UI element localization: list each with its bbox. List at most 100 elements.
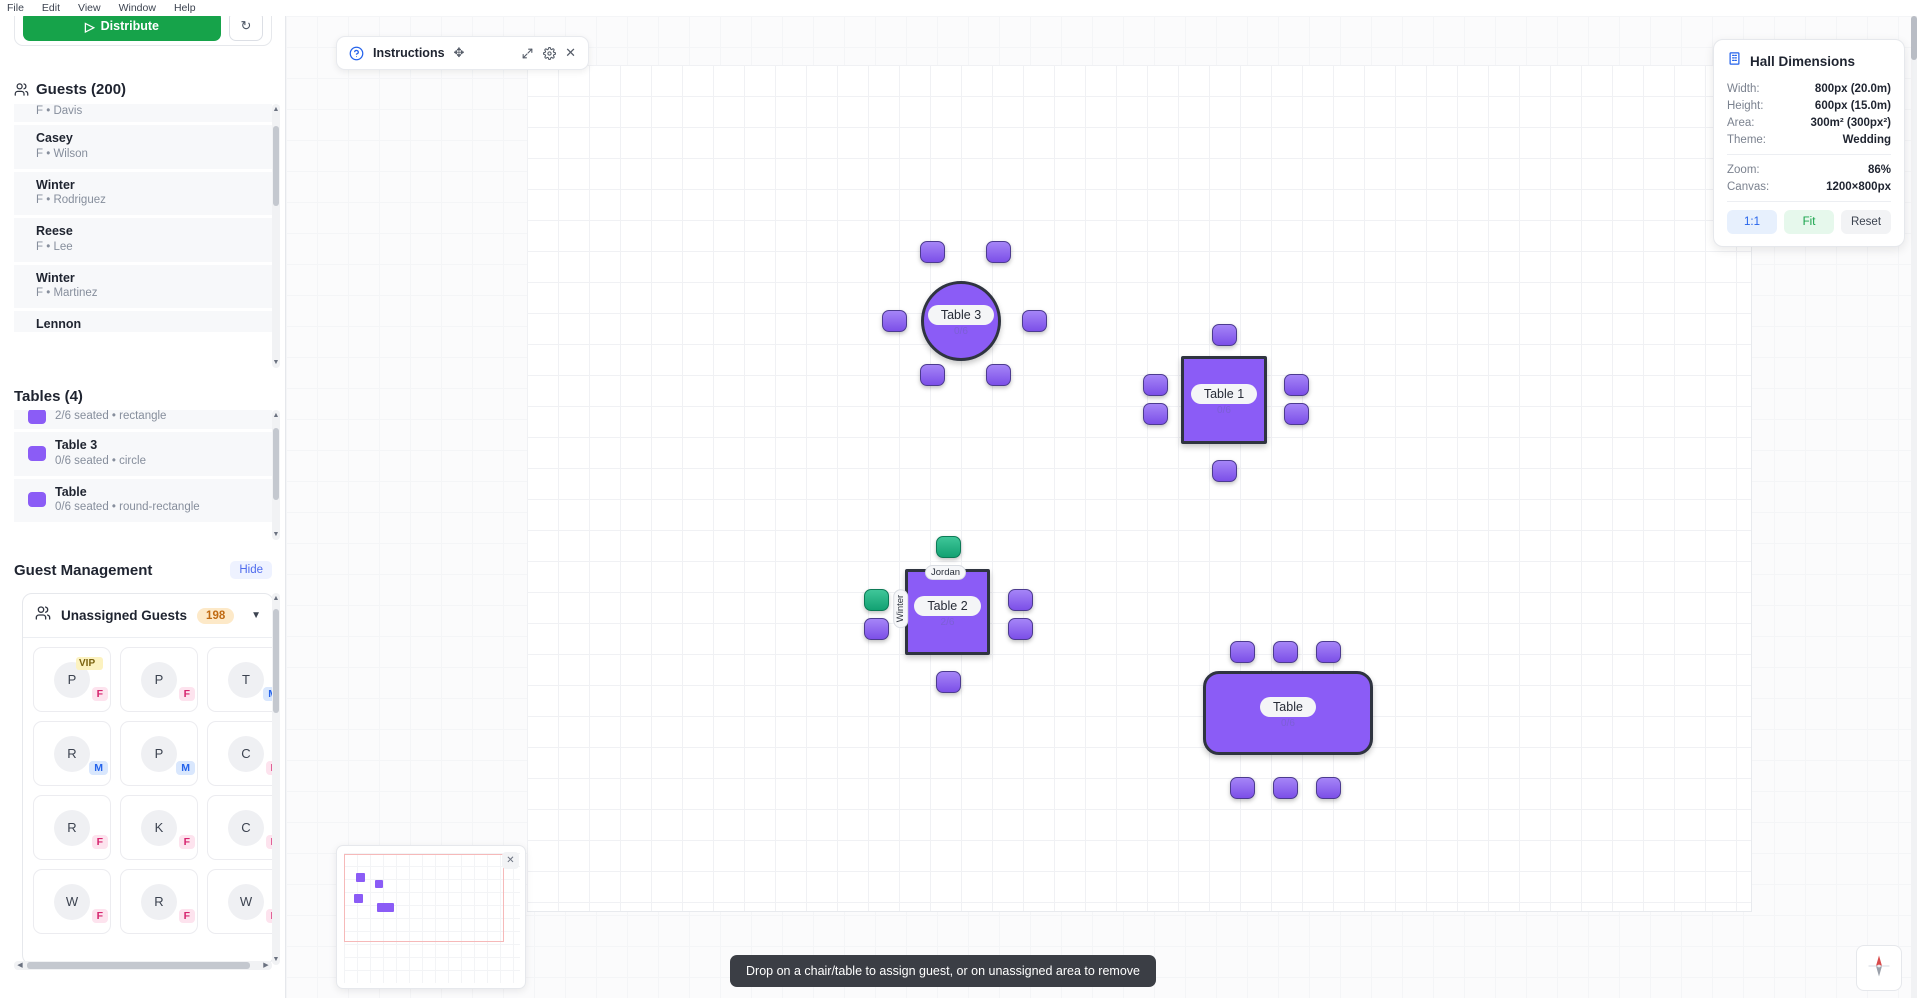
chair[interactable] bbox=[986, 241, 1011, 263]
chair[interactable] bbox=[1284, 374, 1309, 396]
zoom-reset-button[interactable]: Reset bbox=[1841, 210, 1891, 234]
menu-item-view[interactable]: View bbox=[78, 2, 101, 14]
distribute-button[interactable]: ▷ Distribute bbox=[23, 11, 221, 41]
chair[interactable] bbox=[1212, 460, 1237, 482]
minimap-panel[interactable]: ✕ bbox=[336, 845, 526, 989]
sidebar-horizontal-scrollbar[interactable]: ◀ ▶ bbox=[14, 961, 272, 970]
canvas-vertical-scrollbar[interactable] bbox=[1911, 16, 1917, 998]
chevron-down-icon[interactable]: ▼ bbox=[251, 610, 261, 621]
scroll-down-icon[interactable]: ▼ bbox=[272, 956, 280, 963]
list-item[interactable]: Winter F • Rodriguez bbox=[14, 171, 272, 219]
guest-card[interactable]: P F bbox=[120, 647, 198, 712]
guest-card[interactable]: R M bbox=[33, 721, 111, 786]
guest-grid-scrollbar[interactable]: ▲ ▼ bbox=[272, 593, 280, 965]
scrollbar-thumb[interactable] bbox=[273, 428, 279, 500]
chair[interactable] bbox=[1273, 777, 1298, 799]
close-icon[interactable]: ✕ bbox=[565, 45, 576, 60]
chair[interactable] bbox=[936, 671, 961, 693]
scroll-up-icon[interactable]: ▲ bbox=[272, 412, 280, 419]
chair[interactable] bbox=[986, 364, 1011, 386]
menu-item-file[interactable]: File bbox=[7, 2, 24, 14]
chair[interactable] bbox=[1316, 777, 1341, 799]
chair[interactable] bbox=[864, 618, 889, 640]
table-surface[interactable]: Table 1 0/6 bbox=[1181, 356, 1267, 444]
menu-item-edit[interactable]: Edit bbox=[41, 2, 61, 14]
table-surface[interactable]: Table 3 0/6 bbox=[921, 281, 1001, 361]
chair[interactable] bbox=[1008, 618, 1033, 640]
table-list-item[interactable]: Table 3 0/6 seated • circle bbox=[14, 432, 272, 479]
tables-list-scrollbar[interactable]: ▲ ▼ bbox=[272, 410, 280, 540]
chair[interactable] bbox=[1008, 589, 1033, 611]
expand-icon[interactable] bbox=[521, 47, 534, 60]
gear-icon[interactable] bbox=[543, 46, 557, 60]
chair[interactable] bbox=[1143, 374, 1168, 396]
chair-occupied[interactable] bbox=[936, 536, 961, 558]
table-label: Table bbox=[1260, 697, 1316, 717]
table-list-item[interactable]: 2/6 seated • rectangle bbox=[14, 410, 272, 432]
guest-card[interactable]: R F bbox=[33, 795, 111, 860]
chair[interactable] bbox=[920, 241, 945, 263]
guest-card[interactable]: C F bbox=[207, 721, 273, 786]
list-item[interactable]: Lennon bbox=[14, 311, 272, 336]
chair[interactable] bbox=[1022, 310, 1047, 332]
table-surface[interactable]: Table 0/6 bbox=[1203, 671, 1373, 755]
zoom-fit-button[interactable]: Fit bbox=[1784, 210, 1834, 234]
scroll-down-icon[interactable]: ▼ bbox=[272, 531, 280, 538]
guest-card[interactable]: W F bbox=[33, 869, 111, 934]
scrollbar-thumb[interactable] bbox=[273, 609, 279, 713]
guests-list-scrollbar[interactable]: ▲ ▼ bbox=[272, 104, 280, 368]
chair[interactable] bbox=[1212, 324, 1237, 346]
compass-widget[interactable] bbox=[1856, 945, 1902, 991]
chair[interactable] bbox=[1230, 777, 1255, 799]
chair[interactable] bbox=[920, 364, 945, 386]
gender-badge: F bbox=[91, 835, 108, 849]
scroll-up-icon[interactable]: ▲ bbox=[272, 595, 280, 602]
menu-item-window[interactable]: Window bbox=[118, 2, 156, 14]
guest-card[interactable]: P M bbox=[120, 721, 198, 786]
chair[interactable] bbox=[1316, 641, 1341, 663]
table-seat-count: 0/6 bbox=[1281, 718, 1295, 729]
menu-item-help[interactable]: Help bbox=[173, 2, 196, 14]
scroll-down-icon[interactable]: ▼ bbox=[272, 359, 280, 366]
dimension-row-height: Height: 600px (15.0m) bbox=[1727, 97, 1891, 114]
guest-card[interactable]: C F bbox=[207, 795, 273, 860]
guest-card[interactable]: VIP P F bbox=[33, 647, 111, 712]
scrollbar-thumb[interactable] bbox=[27, 962, 250, 969]
list-item[interactable]: Winter F • Martinez bbox=[14, 264, 272, 312]
list-item[interactable]: Casey F • Wilson bbox=[14, 125, 272, 172]
unassigned-guests-header[interactable]: Unassigned Guests 198 ▼ bbox=[23, 594, 273, 638]
list-item[interactable]: Reese F • Lee bbox=[14, 218, 272, 265]
move-handle-icon[interactable]: ✥ bbox=[453, 45, 465, 60]
scrollbar-thumb[interactable] bbox=[273, 126, 279, 206]
chair[interactable] bbox=[1230, 641, 1255, 663]
guest-card[interactable]: W F bbox=[207, 869, 273, 934]
guest-card[interactable]: T M bbox=[207, 647, 273, 712]
list-item[interactable]: F • Davis bbox=[14, 104, 272, 125]
tables-list[interactable]: 2/6 seated • rectangle Table 3 0/6 seate… bbox=[14, 410, 272, 540]
scroll-left-icon[interactable]: ◀ bbox=[17, 962, 23, 969]
table-surface[interactable]: Table 2 2/6 bbox=[905, 569, 990, 655]
dimension-row-theme: Theme: Wedding bbox=[1727, 131, 1891, 148]
chair[interactable] bbox=[1273, 641, 1298, 663]
guests-list[interactable]: F • Davis Casey F • Wilson Winter F • Ro… bbox=[14, 104, 272, 368]
zoom-1-to-1-button[interactable]: 1:1 bbox=[1727, 210, 1777, 234]
scroll-right-icon[interactable]: ▶ bbox=[263, 962, 269, 969]
minimap-viewport[interactable] bbox=[344, 854, 504, 942]
guest-card[interactable]: K F bbox=[120, 795, 198, 860]
hide-button[interactable]: Hide bbox=[230, 561, 272, 579]
scrollbar-thumb[interactable] bbox=[1911, 16, 1917, 60]
canvas-area[interactable]: Table 3 0/6 Table 1 0/6 bbox=[286, 16, 1917, 998]
minimap-close-button[interactable]: ✕ bbox=[502, 852, 519, 869]
guest-name: Reese bbox=[36, 224, 73, 239]
instructions-panel[interactable]: Instructions ✥ ✕ bbox=[336, 36, 589, 70]
chair[interactable] bbox=[1143, 403, 1168, 425]
chair[interactable] bbox=[882, 310, 907, 332]
compass-icon bbox=[1864, 951, 1894, 986]
chair-occupied[interactable] bbox=[864, 589, 889, 611]
guest-card[interactable]: R F bbox=[120, 869, 198, 934]
chair[interactable] bbox=[1284, 403, 1309, 425]
hall-floor[interactable] bbox=[527, 65, 1752, 912]
scroll-up-icon[interactable]: ▲ bbox=[272, 106, 280, 113]
dimension-row-area: Area: 300m² (300px²) bbox=[1727, 114, 1891, 131]
table-list-item[interactable]: Table 0/6 seated • round-rectangle bbox=[14, 478, 272, 526]
